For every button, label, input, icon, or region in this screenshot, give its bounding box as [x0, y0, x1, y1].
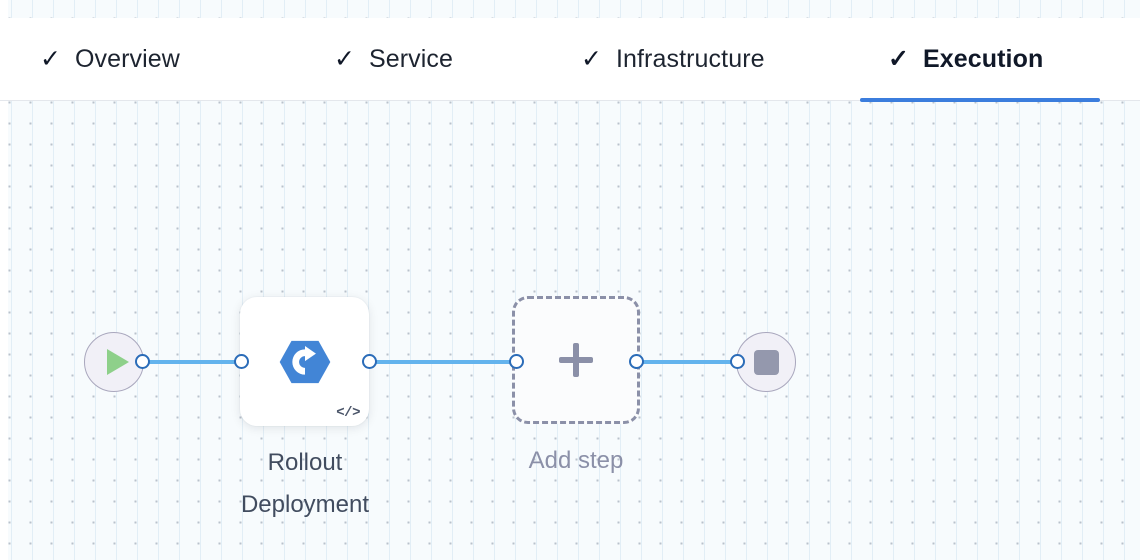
handle-rollout-input[interactable] — [234, 354, 249, 369]
node-rollout-deployment[interactable]: </> — [240, 297, 369, 426]
check-icon: ✓ — [888, 45, 909, 73]
node-add-step[interactable] — [512, 296, 640, 424]
handle-end-input[interactable] — [730, 354, 745, 369]
handle-rollout-output[interactable] — [362, 354, 377, 369]
edge-rollout-to-add-step[interactable] — [366, 360, 518, 364]
node-rollout-label-line1: Rollout — [267, 449, 343, 476]
rollout-hexagon-icon — [279, 340, 330, 383]
tab-overview-label: Overview — [74, 45, 180, 73]
end-node[interactable] — [736, 332, 796, 392]
active-tab-indicator — [860, 98, 1100, 102]
handle-add-step-input[interactable] — [509, 354, 524, 369]
check-icon: ✓ — [334, 45, 355, 73]
start-node[interactable] — [84, 332, 144, 392]
handle-start-output[interactable] — [135, 354, 150, 369]
node-add-step-label: Add step — [528, 447, 624, 474]
play-icon — [106, 349, 129, 375]
node-rollout-label: Rollout Deployment — [185, 442, 425, 526]
code-icon: </> — [336, 405, 360, 421]
tab-infrastructure[interactable]: ✓ Infrastructure — [581, 18, 765, 101]
tab-infrastructure-label: Infrastructure — [615, 45, 765, 73]
tab-service-label: Service — [368, 45, 454, 73]
tab-execution-label: Execution — [922, 45, 1044, 73]
handle-add-step-output[interactable] — [629, 354, 644, 369]
plus-icon — [559, 343, 593, 377]
stop-icon — [753, 349, 779, 375]
check-icon: ✓ — [40, 45, 61, 73]
tab-execution[interactable]: ✓ Execution — [860, 18, 1100, 102]
node-rollout-label-line2: Deployment — [240, 491, 370, 518]
tab-list: ✓ Overview ✓ Service ✓ Infrastructure ✓ … — [0, 18, 1140, 102]
tab-overview[interactable]: ✓ Overview — [40, 18, 180, 101]
edge-add-step-to-end[interactable] — [634, 360, 740, 364]
tab-service[interactable]: ✓ Service — [334, 18, 453, 101]
edge-start-to-rollout[interactable] — [140, 360, 244, 364]
wizard-tab-bar: ✓ Overview ✓ Service ✓ Infrastructure ✓ … — [0, 18, 1140, 102]
check-icon: ✓ — [581, 45, 602, 73]
